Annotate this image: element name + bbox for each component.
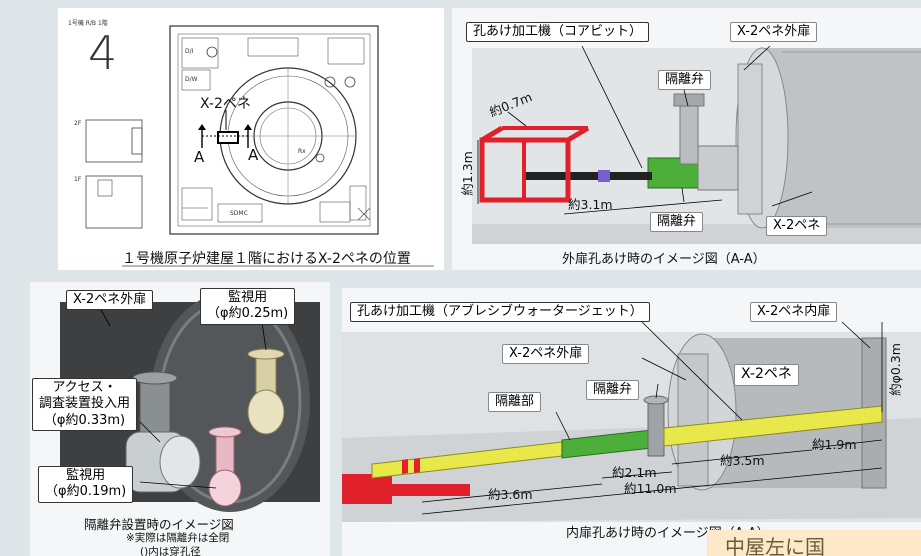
outer-door-label: X-2ペネ外扉 xyxy=(730,22,818,43)
inner-pene-label: X-2ペネ xyxy=(734,364,799,386)
map-caption: １号機原子炉建屋１階におけるX-2ペネの位置 xyxy=(122,251,411,267)
dim-diameter: 約φ0.3m xyxy=(887,343,903,396)
label-sdmc: SDMC xyxy=(230,210,248,217)
label-rx: Rx xyxy=(298,148,306,155)
penetration-label: X-2ペネ xyxy=(200,96,251,112)
awj-machine-label: 孔あけ加工機（アブレシブウォータージェット） xyxy=(350,302,650,323)
monitor-bottom-label: 監視用 （φ約0.19m) xyxy=(38,466,134,503)
corner-stamp: 中屋左に国 xyxy=(707,530,921,556)
valve-note-2: ()内は穿孔径 xyxy=(140,546,201,556)
label-di: D/I xyxy=(185,48,194,55)
access-label: アクセス・ 調査装置投入用 （φ約0.33m) xyxy=(32,378,138,431)
core-bit-machine-label: 孔あけ加工機（コアビット） xyxy=(466,22,650,43)
inner-door-drawing xyxy=(342,321,921,522)
valve-note-1: ※実際は隔離弁は全閉 xyxy=(126,532,230,544)
label-2f: 2F xyxy=(74,120,82,127)
inner-door-panel: 孔あけ加工機（アブレシブウォータージェット） X-2ペネ内扉 X-2ペネ外扉 隔… xyxy=(342,288,921,556)
dim-3-5: 約3.5m xyxy=(720,453,765,468)
label-dw: D/W xyxy=(185,76,198,83)
section-a-left: A xyxy=(194,148,205,166)
dim-11-0: 約11.0m xyxy=(624,481,677,496)
inner-panel-outer-door-label: X-2ペネ外扉 xyxy=(502,344,590,365)
outer-door-panel: 孔あけ加工機（コアビット） X-2ペネ外扉 隔離弁 隔離弁 X-2ペネ 約0.7… xyxy=(452,8,921,270)
valve-label-top: 隔離弁 xyxy=(658,70,712,91)
map-header: 1号機 R/B 1階 xyxy=(68,20,108,27)
floor-map-drawing xyxy=(85,25,434,267)
valve-caption: 隔離弁設置時のイメージ図 xyxy=(84,517,234,532)
section-a-right: A xyxy=(248,146,259,164)
valve-label-bottom: 隔離弁 xyxy=(650,212,704,233)
dim-height: 約1.3m xyxy=(459,151,475,196)
inner-door-label: X-2ペネ内扉 xyxy=(750,302,838,323)
dim-1-9: 約1.9m xyxy=(812,437,857,452)
monitor-top-label: 監視用 （φ約0.25m) xyxy=(200,288,296,325)
dim-3-6: 約3.6m xyxy=(488,487,533,502)
page-number: 4 xyxy=(88,26,118,80)
inner-panel-valve-label: 隔離弁 xyxy=(586,380,640,401)
valve-panel-door-label: X-2ペネ外扉 xyxy=(66,290,154,311)
label-1f: 1F xyxy=(74,176,82,183)
outer-door-drawing xyxy=(472,45,921,244)
valve-panel: X-2ペネ外扉 監視用 （φ約0.25m) アクセス・ 調査装置投入用 （φ約0… xyxy=(30,282,330,556)
dim-2-1: 約2.1m xyxy=(612,465,657,480)
floor-map-panel: 4 1号機 R/B 1階 2F 1F D/I D/W Rx SDMC X-2ペネ… xyxy=(58,8,444,270)
dim-length: 約3.1m xyxy=(568,197,613,212)
outer-caption: 外扉孔あけ時のイメージ図（A-A） xyxy=(562,252,766,267)
isolation-label: 隔離部 xyxy=(488,392,542,413)
pene-label: X-2ペネ xyxy=(766,216,828,237)
